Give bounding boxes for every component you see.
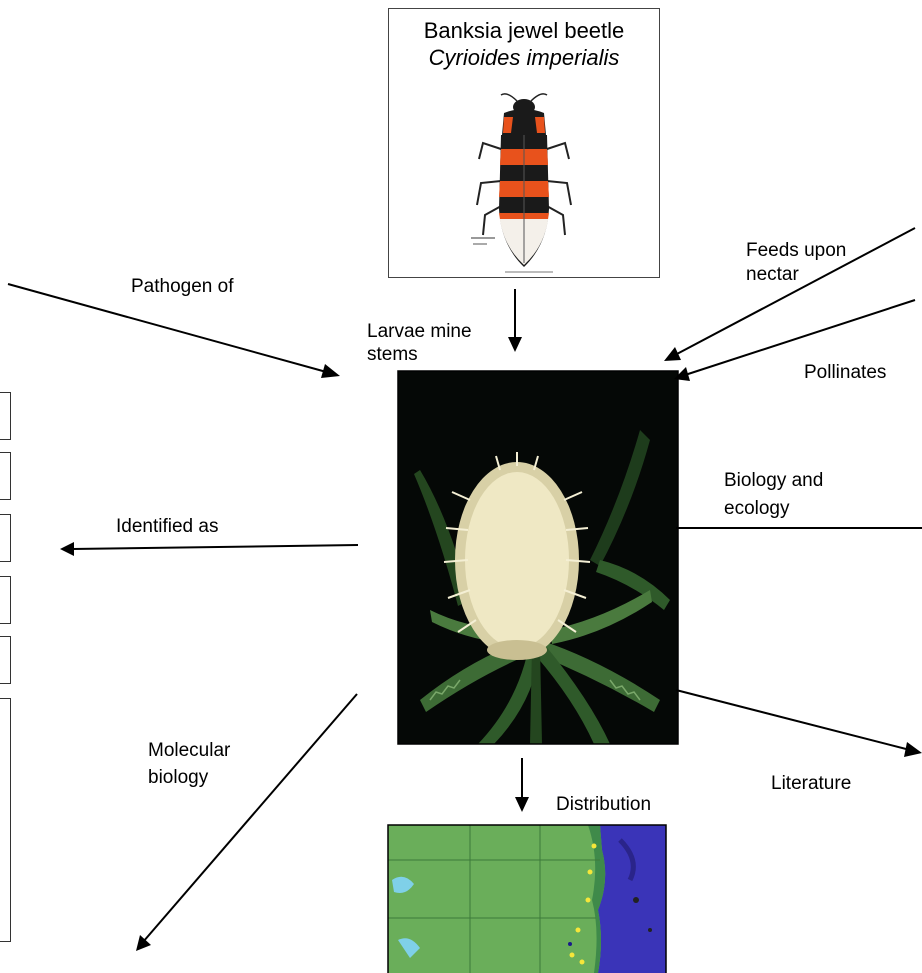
label-biology: biology — [148, 766, 208, 790]
label-biology-and: Biology and — [724, 469, 823, 493]
label-pollinates: Pollinates — [804, 361, 886, 385]
left-box-2 — [0, 452, 11, 500]
label-ecology: ecology — [724, 497, 790, 521]
left-box-3 — [0, 514, 11, 562]
banksia-flower-icon — [398, 371, 678, 744]
label-larvae-stems: stems — [367, 343, 418, 367]
left-box-1 — [0, 392, 11, 440]
label-literature: Literature — [771, 772, 851, 796]
left-box-4 — [0, 576, 11, 624]
label-molecular: Molecular — [148, 739, 230, 763]
left-box-6 — [0, 698, 11, 942]
left-box-5 — [0, 636, 11, 684]
label-pathogen-of: Pathogen of — [131, 275, 233, 299]
label-distribution: Distribution — [556, 793, 651, 817]
label-identified-as: Identified as — [116, 515, 218, 539]
label-nectar: nectar — [746, 263, 799, 287]
beetle-image-box: Banksia jewel beetle Cyrioides imperiali… — [388, 8, 660, 278]
label-feeds-upon: Feeds upon — [746, 239, 846, 263]
jewel-beetle-icon — [389, 9, 659, 277]
label-larvae-mine: Larvae mine — [367, 320, 472, 344]
distribution-map-icon — [388, 825, 666, 973]
